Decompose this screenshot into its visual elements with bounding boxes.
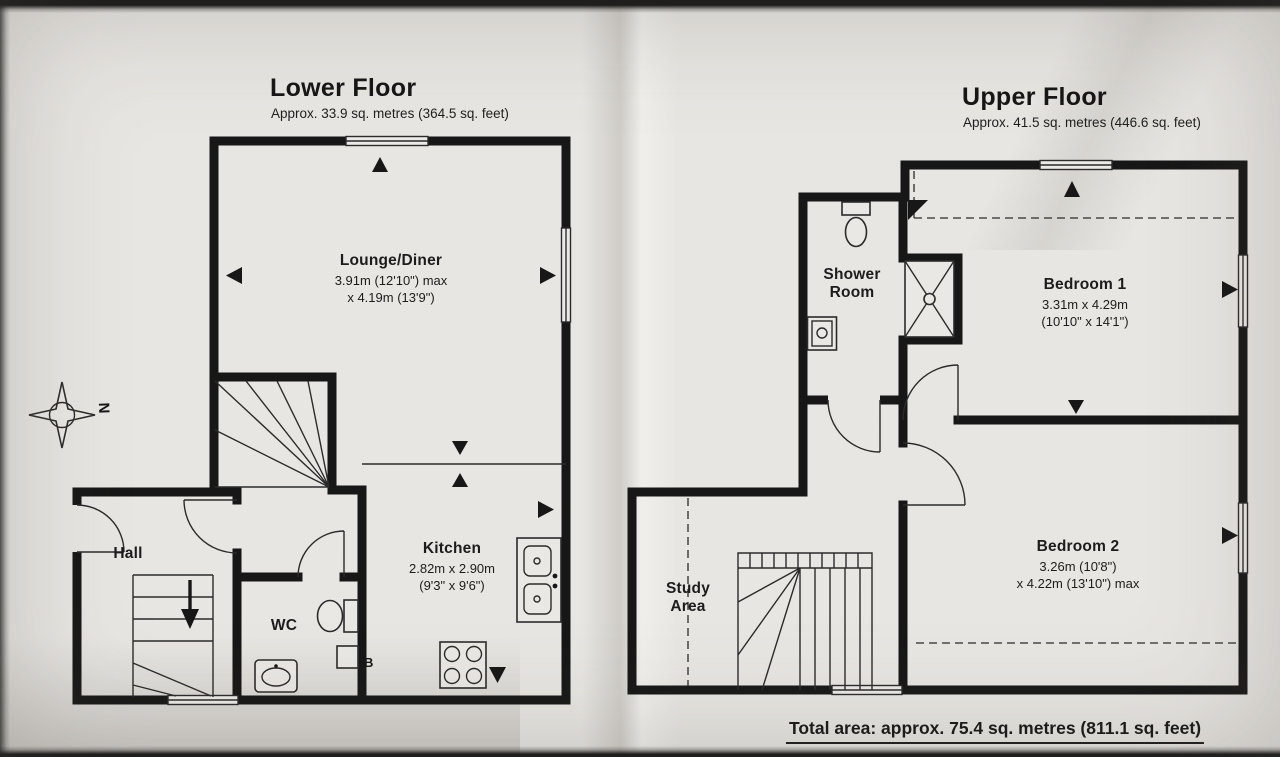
lower-floor-subtitle: Approx. 33.9 sq. metres (364.5 sq. feet) <box>271 106 509 121</box>
ceiling-height-lines <box>687 170 1236 686</box>
shower-tray-icon <box>904 260 955 338</box>
door-swing <box>902 442 966 506</box>
toilet-icon <box>841 201 871 248</box>
upper-outer-walls <box>627 160 1248 695</box>
toilet-icon <box>316 599 359 633</box>
room-label-shower-room: Shower Room <box>823 266 881 301</box>
room-label-bedroom-1: Bedroom 1 3.31m x 4.29m (10'10" x 14'1") <box>1041 276 1129 330</box>
upper-floor-plan <box>627 159 1249 696</box>
hob-icon <box>439 641 487 689</box>
photo-edge-top <box>0 0 1280 13</box>
lower-floor-plan: B N <box>28 135 572 706</box>
door-swing <box>827 395 881 453</box>
total-area-text: Total area: approx. 75.4 sq. metres (811… <box>785 718 1205 744</box>
room-label-study-area: Study Area <box>665 580 711 615</box>
door-swing <box>183 499 238 554</box>
window <box>1039 159 1113 171</box>
window <box>345 135 429 147</box>
stairs-hall <box>132 574 214 697</box>
window <box>1237 254 1249 328</box>
paper-shadow-top-right <box>850 0 1280 250</box>
front-door-swing <box>72 504 125 553</box>
sink-icon <box>516 537 562 623</box>
boiler-label: B <box>364 655 373 670</box>
room-label-bedroom-2: Bedroom 2 3.26m (10'8") x 4.22m (13'10")… <box>1016 538 1140 592</box>
upper-floor-title: Upper Floor <box>962 83 1107 111</box>
window <box>831 684 903 696</box>
room-label-kitchen: Kitchen 2.82m x 2.90m (9'3" x 9'6") <box>409 540 495 594</box>
stairs-main <box>214 380 330 488</box>
boiler-icon: B <box>336 645 373 670</box>
dimension-arrows <box>226 157 556 683</box>
basin-icon <box>806 316 838 351</box>
compass-north-label: N <box>95 402 112 413</box>
window <box>560 227 572 323</box>
door-swing <box>902 364 959 421</box>
lower-interior-walls <box>209 372 367 705</box>
window <box>167 694 239 706</box>
compass-icon: N <box>28 381 112 449</box>
upper-interior-walls <box>798 192 1248 695</box>
room-label-wc: WC <box>270 617 298 634</box>
photo-edge-left <box>0 0 10 757</box>
stairs-upper <box>737 552 873 691</box>
window <box>1237 502 1249 574</box>
lower-floor-title: Lower Floor <box>270 74 417 102</box>
upper-floor-subtitle: Approx. 41.5 sq. metres (446.6 sq. feet) <box>963 115 1201 130</box>
basin-icon <box>254 659 298 693</box>
dimension-arrows <box>908 181 1238 544</box>
door-swing <box>297 530 345 578</box>
room-label-hall: Hall <box>113 545 143 562</box>
photo-edge-bottom <box>0 746 1280 757</box>
room-label-lounge-diner: Lounge/Diner 3.91m (12'10") max x 4.19m … <box>334 252 448 306</box>
